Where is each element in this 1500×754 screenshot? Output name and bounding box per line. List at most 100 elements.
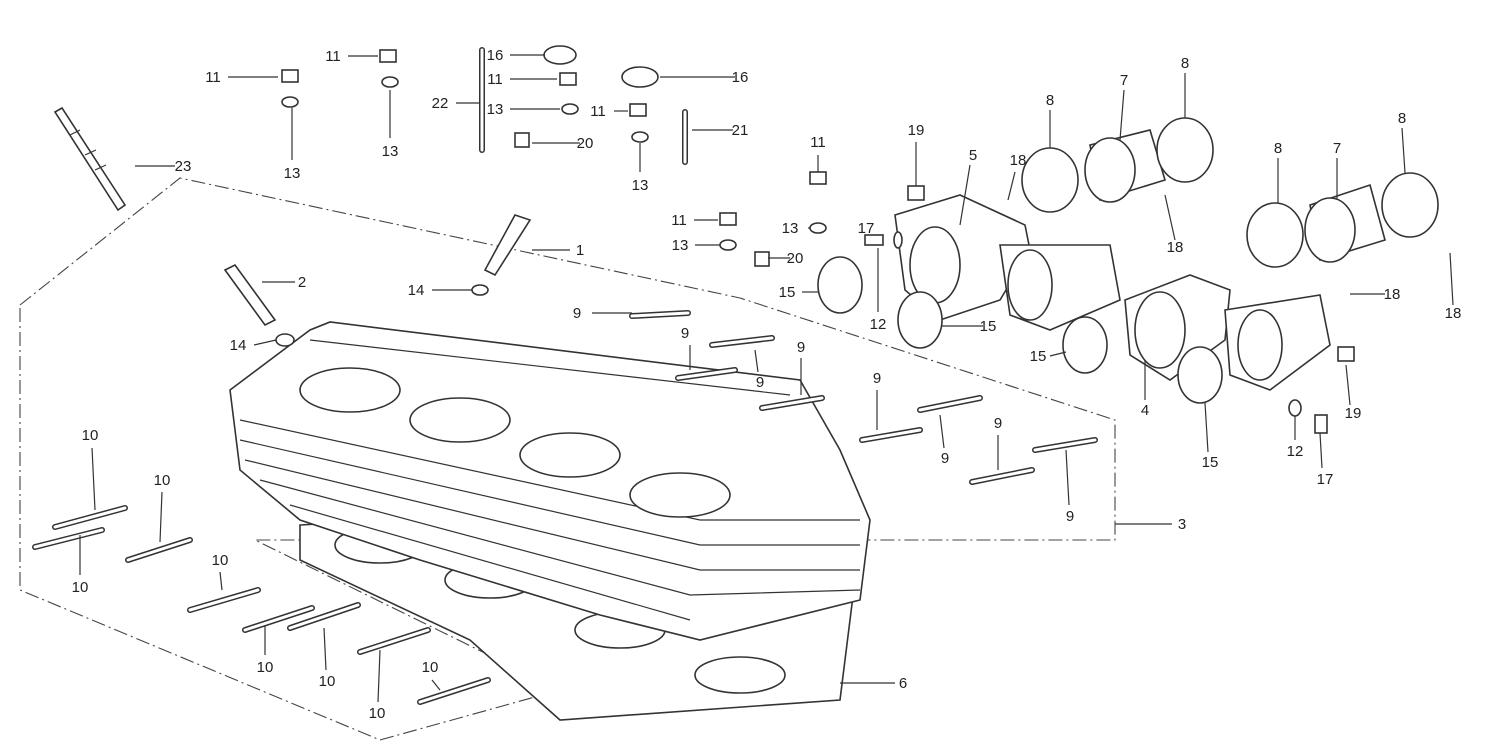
leader-line xyxy=(377,649,381,703)
part-number-callout: 5 xyxy=(969,147,977,164)
dowel-pin xyxy=(358,628,430,654)
part-number-callout: 18 xyxy=(1384,286,1401,303)
part-number-callout: 9 xyxy=(941,450,949,467)
part-number-callout: 13 xyxy=(487,101,504,118)
leader-line xyxy=(253,339,277,346)
part-number-callout: 23 xyxy=(175,158,192,175)
part-number-callout: 14 xyxy=(408,282,425,299)
part-number-callout: 10 xyxy=(319,673,336,690)
dowel-pin xyxy=(1033,438,1097,452)
part-number-callout: 16 xyxy=(732,69,749,86)
part-number-callout: 11 xyxy=(487,71,503,88)
part-number-callout: 9 xyxy=(573,305,581,322)
part-number-callout: 19 xyxy=(1345,405,1362,422)
leader-line xyxy=(323,627,327,671)
part-number-callout: 8 xyxy=(1398,110,1406,127)
diagram-drawing xyxy=(19,45,1439,741)
leader-line xyxy=(159,491,163,543)
dowel-pin xyxy=(970,468,1034,484)
part-number-callout: 12 xyxy=(1287,443,1304,460)
part-number-callout: 21 xyxy=(732,122,749,139)
part-number-callout: 13 xyxy=(382,143,399,160)
leader-line xyxy=(1119,89,1125,141)
part-number-callout: 8 xyxy=(1274,140,1282,157)
leader-line xyxy=(959,164,971,226)
part-number-callout: 9 xyxy=(681,325,689,342)
part-number-callout: 18 xyxy=(1167,239,1184,256)
part-number-callout: 18 xyxy=(1010,152,1027,169)
nuts-washers xyxy=(281,45,1355,434)
dowel-pin xyxy=(918,396,982,412)
part-number-callout: 13 xyxy=(672,237,689,254)
leader-line xyxy=(1007,171,1016,201)
part-number-callout: 8 xyxy=(1181,55,1189,72)
part-number-callout: 13 xyxy=(284,165,301,182)
part-number-callout: 10 xyxy=(212,552,229,569)
part-number-callout: 6 xyxy=(899,675,907,692)
part-number-callout: 10 xyxy=(257,659,274,676)
leader-line xyxy=(1345,364,1351,406)
leader-line xyxy=(1401,127,1406,174)
leader-line xyxy=(939,414,945,449)
part-number-callout: 10 xyxy=(369,705,386,722)
dowel-pin xyxy=(53,506,127,529)
part-number-callout: 14 xyxy=(230,337,247,354)
part-number-callout: 15 xyxy=(1030,348,1047,365)
dowel-pin xyxy=(126,538,192,562)
leader-line xyxy=(91,447,96,511)
dowel-pin xyxy=(243,606,314,632)
part-number-callout: 17 xyxy=(858,220,875,237)
part-number-callout: 15 xyxy=(779,284,796,301)
dowel-pin xyxy=(860,428,922,442)
leader-line xyxy=(1164,194,1176,241)
part-number-callout: 1 xyxy=(576,242,584,259)
dowel-pin xyxy=(760,396,824,410)
part-number-callout: 20 xyxy=(787,250,804,267)
callouts: 1113111322161113201611132111111313201917… xyxy=(72,47,1462,722)
part-number-callout: 7 xyxy=(1120,72,1128,89)
part-number-callout: 9 xyxy=(1066,508,1074,525)
part-number-callout: 11 xyxy=(671,212,687,229)
part-number-callout: 2 xyxy=(298,274,306,291)
dowel-pin xyxy=(188,588,260,612)
part-number-callout: 10 xyxy=(422,659,439,676)
part-number-callout: 11 xyxy=(205,69,221,86)
spark-plug xyxy=(53,106,127,212)
leader-line xyxy=(1319,432,1323,469)
leader-line xyxy=(1204,402,1209,453)
part-number-callout: 9 xyxy=(994,415,1002,432)
part-number-callout: 10 xyxy=(82,427,99,444)
part-number-callout: 10 xyxy=(72,579,89,596)
part-number-callout: 16 xyxy=(487,47,504,64)
part-number-callout: 4 xyxy=(1141,402,1149,419)
part-number-callout: 7 xyxy=(1333,140,1341,157)
part-number-callout: 11 xyxy=(590,103,606,120)
part-number-callout: 12 xyxy=(870,316,887,333)
assembly-boundary xyxy=(19,177,1116,741)
part-number-callout: 11 xyxy=(325,48,341,65)
part-number-callout: 9 xyxy=(873,370,881,387)
leader-line xyxy=(1065,449,1070,506)
part-number-callout: 11 xyxy=(810,134,826,151)
leader-line xyxy=(219,571,223,591)
dowel-pin xyxy=(33,528,104,549)
part-number-callout: 3 xyxy=(1178,516,1186,533)
dowel-pin xyxy=(418,678,490,704)
part-number-callout: 18 xyxy=(1445,305,1462,322)
part-number-callout: 13 xyxy=(782,220,799,237)
part-number-callout: 19 xyxy=(908,122,925,139)
dowel-pins xyxy=(32,310,1098,705)
dowel-pin xyxy=(288,603,360,630)
part-number-callout: 10 xyxy=(154,472,171,489)
part-number-callout: 15 xyxy=(1202,454,1219,471)
dowel-pin xyxy=(676,368,737,380)
leader-line xyxy=(1049,351,1067,357)
part-number-callout: 9 xyxy=(756,374,764,391)
part-number-callout: 15 xyxy=(980,318,997,335)
dowel-pin xyxy=(710,336,774,347)
part-number-callout: 20 xyxy=(577,135,594,152)
leader-line xyxy=(431,679,441,691)
leader-line xyxy=(1449,252,1454,306)
